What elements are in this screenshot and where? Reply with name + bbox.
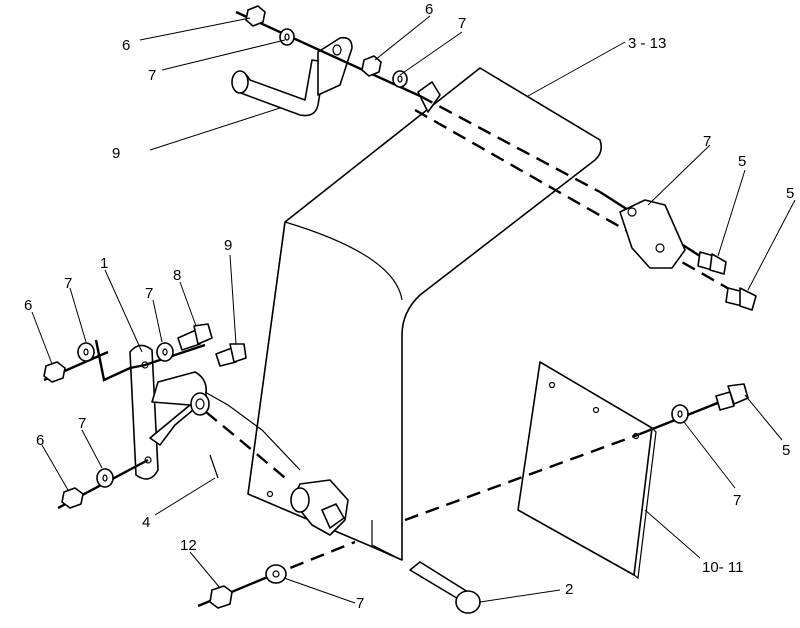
callout-7-mid: 7 <box>145 285 153 302</box>
washer-7-left-bottom <box>96 468 114 488</box>
callout-7-left-lower: 7 <box>78 415 86 432</box>
pin-2 <box>409 561 481 614</box>
plate-dash <box>404 432 641 522</box>
callout-9-right: 9 <box>224 237 232 254</box>
bolt-9a <box>177 323 213 351</box>
callout-3-13: 3 - 13 <box>628 35 666 52</box>
callout-9-left: 8 <box>173 267 181 284</box>
callout-7-top-mid: 7 <box>458 15 466 32</box>
nut-14 <box>209 585 233 609</box>
callout-6-left-lower: 6 <box>36 432 44 449</box>
top-nut-6a <box>245 5 266 27</box>
nut-6-left-bottom <box>61 487 84 509</box>
left-shafts <box>43 339 206 510</box>
callout-8: 7 <box>703 133 711 150</box>
callout-10-11: 9 <box>112 145 120 162</box>
lower-bracket <box>266 479 349 536</box>
main-housing <box>247 67 602 561</box>
callout-4: 4 <box>142 514 150 531</box>
callout-7-top-left: 7 <box>148 67 156 84</box>
top-washer-7a <box>279 28 295 46</box>
callout-labels: 1 2 3 - 13 4 5 5 5 6 6 6 6 7 7 7 7 7 7 7… <box>24 1 794 612</box>
callout-5-upper: 5 <box>738 153 746 170</box>
bracket-8 <box>619 199 686 269</box>
callout-7-right: 7 <box>733 492 741 509</box>
plate-12 <box>517 361 657 580</box>
callout-2: 2 <box>565 581 573 598</box>
callout-7-bottom: 7 <box>356 595 364 612</box>
callout-6-top-left: 6 <box>122 37 130 54</box>
callout-14: 12 <box>180 537 197 554</box>
nut-6-left-top <box>43 361 66 383</box>
bolt-9b <box>215 343 247 367</box>
bolt-5a <box>697 251 727 275</box>
callout-7-left-upper: 7 <box>64 275 72 292</box>
clevis-4 <box>149 371 301 483</box>
callout-6-top-mid: 6 <box>425 1 433 18</box>
callout-6-left-upper: 6 <box>24 297 32 314</box>
bolt-5b <box>725 287 757 311</box>
top-nut-6b <box>361 55 382 77</box>
callout-1: 1 <box>100 255 108 272</box>
washer-7-mid <box>156 342 174 362</box>
top-washer-7b <box>392 70 408 88</box>
bent-rod <box>231 36 353 117</box>
bolt-5c <box>715 383 749 411</box>
leader-lines <box>31 15 796 604</box>
washer-7-right <box>671 404 689 424</box>
callout-12: 10- 11 <box>702 559 743 576</box>
washer-7-bottom <box>265 564 287 584</box>
callout-5-far: 5 <box>786 185 794 202</box>
washer-7-left-top <box>77 342 95 362</box>
callout-5-right: 5 <box>782 442 790 459</box>
